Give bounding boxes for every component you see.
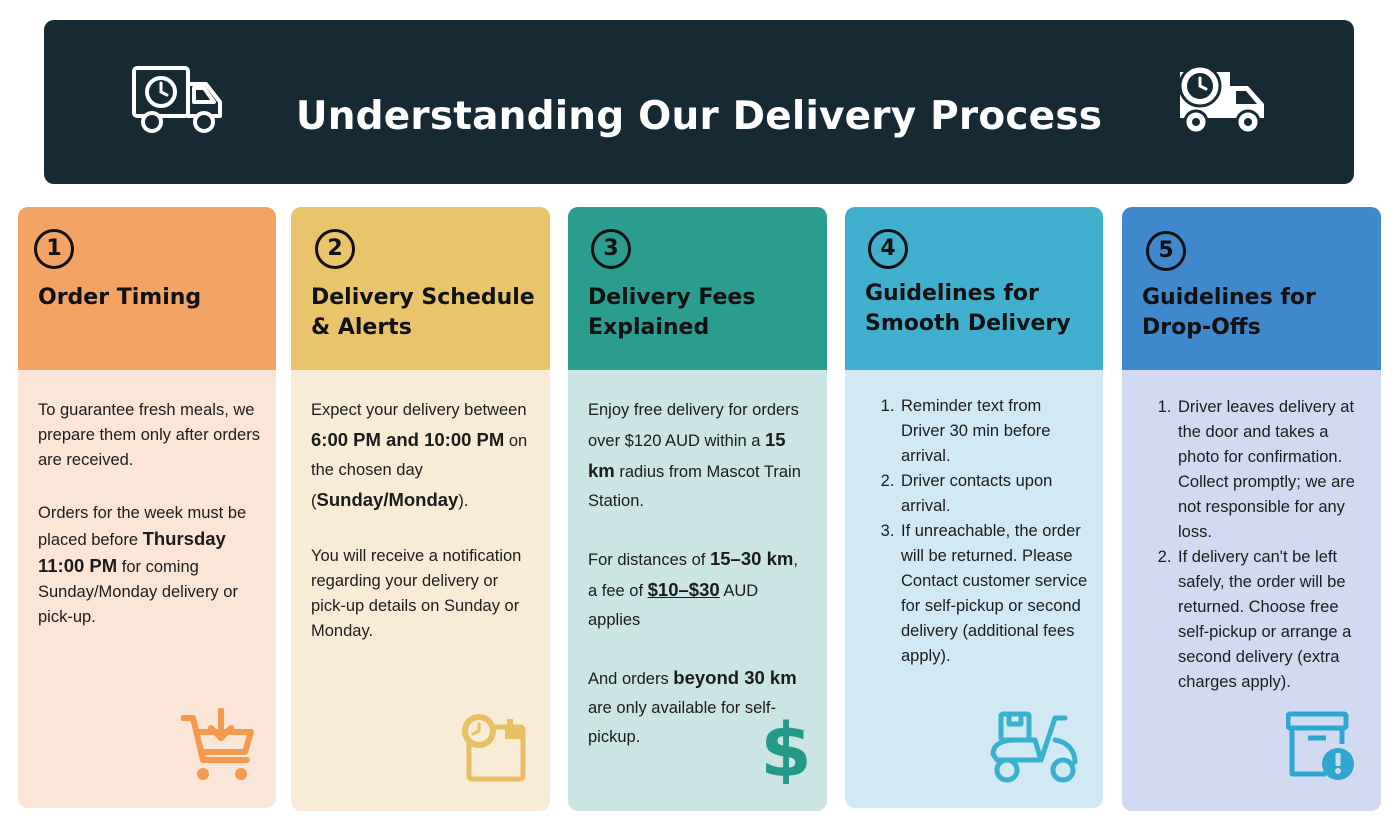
svg-text:$: $ — [762, 708, 810, 784]
fee-highlight: $10–$30 — [647, 579, 720, 600]
card-delivery-fees: 3 Delivery Fees Explained Enjoy free del… — [568, 207, 827, 811]
card-smooth-delivery-guidelines: 4 Guidelines for Smooth Delivery Reminde… — [845, 207, 1103, 808]
shopping-cart-download-icon — [181, 708, 254, 780]
distance-limit-highlight: beyond 30 km — [673, 667, 797, 688]
card-header: 2 Delivery Schedule & Alerts — [291, 207, 550, 370]
time-window-highlight: 6:00 PM and 10:00 PM — [311, 429, 505, 450]
card-header: 3 Delivery Fees Explained — [568, 207, 827, 370]
step-number: 1 — [34, 229, 74, 269]
step-number: 3 — [591, 229, 631, 269]
calendar-clock-icon — [462, 714, 526, 782]
card-title: Order Timing — [38, 285, 202, 310]
card-text: Driver leaves delivery at the door and t… — [1150, 395, 1365, 695]
card-body: Driver leaves delivery at the door and t… — [1122, 370, 1381, 811]
radius-highlight: 15 km — [588, 429, 786, 481]
list-item: Driver leaves delivery at the door and t… — [1176, 395, 1365, 545]
dollar-sign-icon: $ — [762, 708, 810, 784]
paragraph: And orders beyond 30 km are only availab… — [588, 667, 797, 746]
list-item: Reminder text from Driver 30 min before … — [899, 394, 1088, 469]
card-order-timing: 1 Order Timing To guarantee fresh meals,… — [18, 207, 276, 808]
card-body: Enjoy free delivery for orders over $120… — [568, 370, 827, 811]
step-number: 4 — [868, 229, 908, 269]
card-title: Guidelines for Drop-Offs — [1142, 285, 1316, 340]
guideline-list: Driver leaves delivery at the door and t… — [1150, 395, 1365, 695]
paragraph: For distances of 15–30 km, a fee of $10–… — [588, 548, 798, 629]
card-title: Delivery Fees Explained — [588, 285, 756, 340]
paragraph: Enjoy free delivery for orders over $120… — [588, 401, 801, 510]
card-body: Expect your delivery between 6:00 PM and… — [291, 370, 550, 811]
card-delivery-schedule: 2 Delivery Schedule & Alerts Expect your… — [291, 207, 550, 811]
step-number: 2 — [315, 229, 355, 269]
card-text: Enjoy free delivery for orders over $120… — [588, 396, 810, 780]
distance-highlight: 15–30 km — [709, 548, 794, 569]
page-title: Understanding Our Delivery Process — [295, 94, 1103, 139]
card-body: To guarantee fresh meals, we prepare the… — [18, 370, 276, 808]
card-text: Reminder text from Driver 30 min before … — [873, 394, 1088, 669]
list-item: If delivery can't be left safely, the or… — [1176, 545, 1365, 695]
step-number: 5 — [1146, 231, 1186, 271]
paragraph: Orders for the week must be placed befor… — [38, 504, 247, 626]
card-title: Guidelines for Smooth Delivery — [865, 281, 1071, 336]
paragraph: You will receive a notification regardin… — [311, 547, 522, 640]
list-item: Driver contacts upon arrival. — [899, 469, 1088, 519]
header-banner: Understanding Our Delivery Process — [44, 20, 1354, 184]
card-header: 1 Order Timing — [18, 207, 276, 370]
paragraph: Expect your delivery between 6:00 PM and… — [311, 401, 528, 510]
list-item: If unreachable, the order will be return… — [899, 519, 1088, 669]
delivery-scooter-icon — [990, 711, 1078, 783]
paragraph: To guarantee fresh meals, we prepare the… — [38, 401, 260, 469]
card-title: Delivery Schedule & Alerts — [311, 285, 535, 340]
delivery-truck-clock-solid-icon — [1178, 64, 1264, 135]
card-text: Expect your delivery between 6:00 PM and… — [311, 396, 533, 672]
card-header: 5 Guidelines for Drop-Offs — [1122, 207, 1381, 370]
card-drop-off-guidelines: 5 Guidelines for Drop-Offs Driver leaves… — [1122, 207, 1381, 811]
card-header: 4 Guidelines for Smooth Delivery — [845, 207, 1103, 370]
delivery-truck-clock-outline-icon — [132, 66, 222, 133]
card-text: To guarantee fresh meals, we prepare the… — [38, 398, 260, 658]
box-alert-icon — [1286, 711, 1354, 780]
guideline-list: Reminder text from Driver 30 min before … — [873, 394, 1088, 669]
card-body: Reminder text from Driver 30 min before … — [845, 370, 1103, 808]
deadline-highlight: Thursday 11:00 PM — [38, 528, 226, 576]
days-highlight: Sunday/Monday — [316, 489, 459, 510]
